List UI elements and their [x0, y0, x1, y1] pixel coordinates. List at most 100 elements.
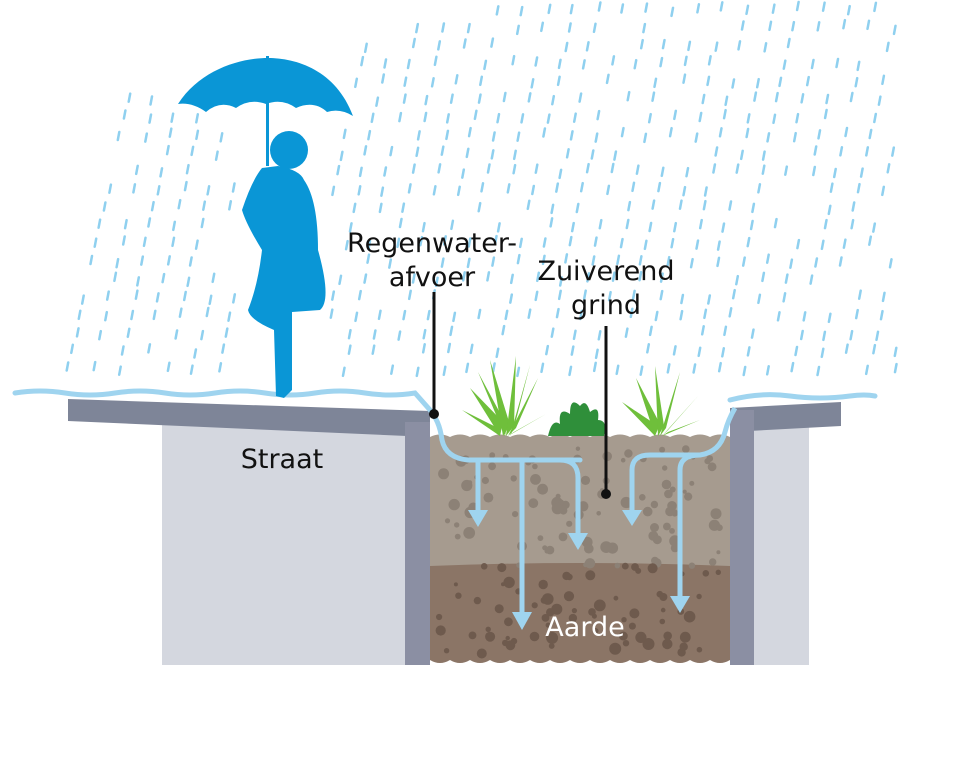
rain-drop	[193, 348, 198, 359]
rain-drop	[823, 108, 828, 120]
rain-drop	[473, 109, 478, 121]
gravel-pebbles	[435, 445, 723, 659]
rain-drop	[773, 217, 778, 229]
water-flow-left	[12, 388, 583, 463]
rain-drop	[149, 95, 154, 106]
rain-drop	[347, 344, 352, 355]
rain-drop	[717, 361, 722, 373]
rain-drop	[354, 77, 359, 89]
rain-drop	[195, 113, 200, 124]
rain-drop	[445, 129, 450, 141]
rain-drop	[805, 75, 810, 87]
rain-drop	[232, 293, 237, 304]
rain-drop	[466, 257, 471, 269]
umbrella-shaft	[266, 56, 269, 166]
rain-drop	[440, 145, 445, 156]
rain-drop	[579, 181, 584, 193]
rain-drop	[540, 21, 545, 33]
rain-drop	[722, 108, 727, 120]
rain-drop	[136, 276, 141, 287]
rain-drop	[419, 235, 424, 247]
pebble	[639, 494, 646, 501]
rain-drop	[757, 293, 762, 305]
rain-drop	[849, 329, 854, 341]
rain-drop	[134, 164, 139, 176]
pebble	[592, 628, 599, 634]
pebble	[642, 506, 653, 517]
rain-drop	[716, 256, 721, 268]
rain-drop	[651, 91, 656, 102]
rain-drop	[706, 75, 711, 87]
rain-drop	[518, 237, 523, 249]
pebble	[541, 614, 550, 622]
rain-drop	[794, 345, 799, 357]
rain-drop	[354, 311, 359, 323]
rain-drop	[224, 327, 229, 338]
pebble	[652, 535, 662, 545]
rain-drop	[120, 345, 125, 356]
water-surface-right	[727, 392, 878, 403]
rain-drop	[75, 327, 80, 338]
pebble	[614, 562, 621, 569]
rain-drop	[155, 292, 160, 303]
pebble	[481, 476, 489, 485]
pebble	[476, 648, 487, 659]
rain-drop	[731, 288, 736, 300]
pebble	[485, 626, 491, 632]
rain-drop	[126, 327, 131, 339]
rain-drop	[366, 253, 371, 264]
pebble	[622, 640, 630, 647]
rain-drop	[407, 183, 412, 194]
rain-drop	[585, 41, 590, 52]
rain-drop	[873, 1, 878, 13]
pebble	[538, 579, 548, 590]
rain-drop	[437, 40, 442, 51]
rain-drop	[586, 272, 591, 283]
rain-drop	[698, 218, 703, 230]
rain-drop	[483, 59, 488, 71]
rain-drop	[707, 294, 712, 305]
rain-drop	[654, 310, 659, 322]
rain-drop	[615, 364, 620, 376]
rain-drop	[336, 164, 341, 176]
rain-drop	[670, 237, 675, 249]
rain-drop	[735, 163, 740, 174]
rain-drop	[791, 20, 796, 32]
rain-drop	[761, 150, 766, 161]
rain-drop	[421, 221, 426, 233]
rain-drop	[441, 22, 446, 33]
rain-drop	[723, 325, 728, 337]
rain-drop	[888, 258, 893, 269]
rain-drop	[416, 130, 421, 141]
rain-drop	[166, 361, 171, 373]
rain-drop	[624, 327, 629, 338]
rain-drop	[776, 311, 781, 322]
rain-drop	[745, 127, 750, 139]
rain-drop	[426, 309, 431, 321]
rain-drop	[80, 294, 85, 305]
rain-drop	[639, 365, 644, 376]
rain-drop	[371, 344, 376, 355]
rain-drop	[509, 293, 514, 304]
rain-drop	[127, 92, 132, 103]
rain-drop	[856, 60, 861, 72]
rain-drop	[166, 255, 171, 266]
rain-drop	[516, 131, 521, 142]
pebble	[689, 480, 695, 486]
rain-drop	[171, 236, 176, 248]
pebble	[661, 479, 672, 490]
rain-drop	[218, 362, 223, 373]
rain-drop	[92, 360, 97, 372]
pebble	[618, 631, 628, 641]
pebble	[659, 618, 666, 625]
rain-drop	[605, 73, 610, 85]
rain-drop	[810, 58, 815, 70]
rain-drop	[598, 218, 603, 230]
pebble	[588, 608, 596, 616]
rain-drop	[631, 181, 636, 193]
rain-drop	[844, 343, 849, 354]
rain-drop	[873, 112, 878, 124]
pebble	[688, 562, 696, 569]
rain-drop	[786, 37, 791, 49]
pebble	[682, 489, 687, 494]
